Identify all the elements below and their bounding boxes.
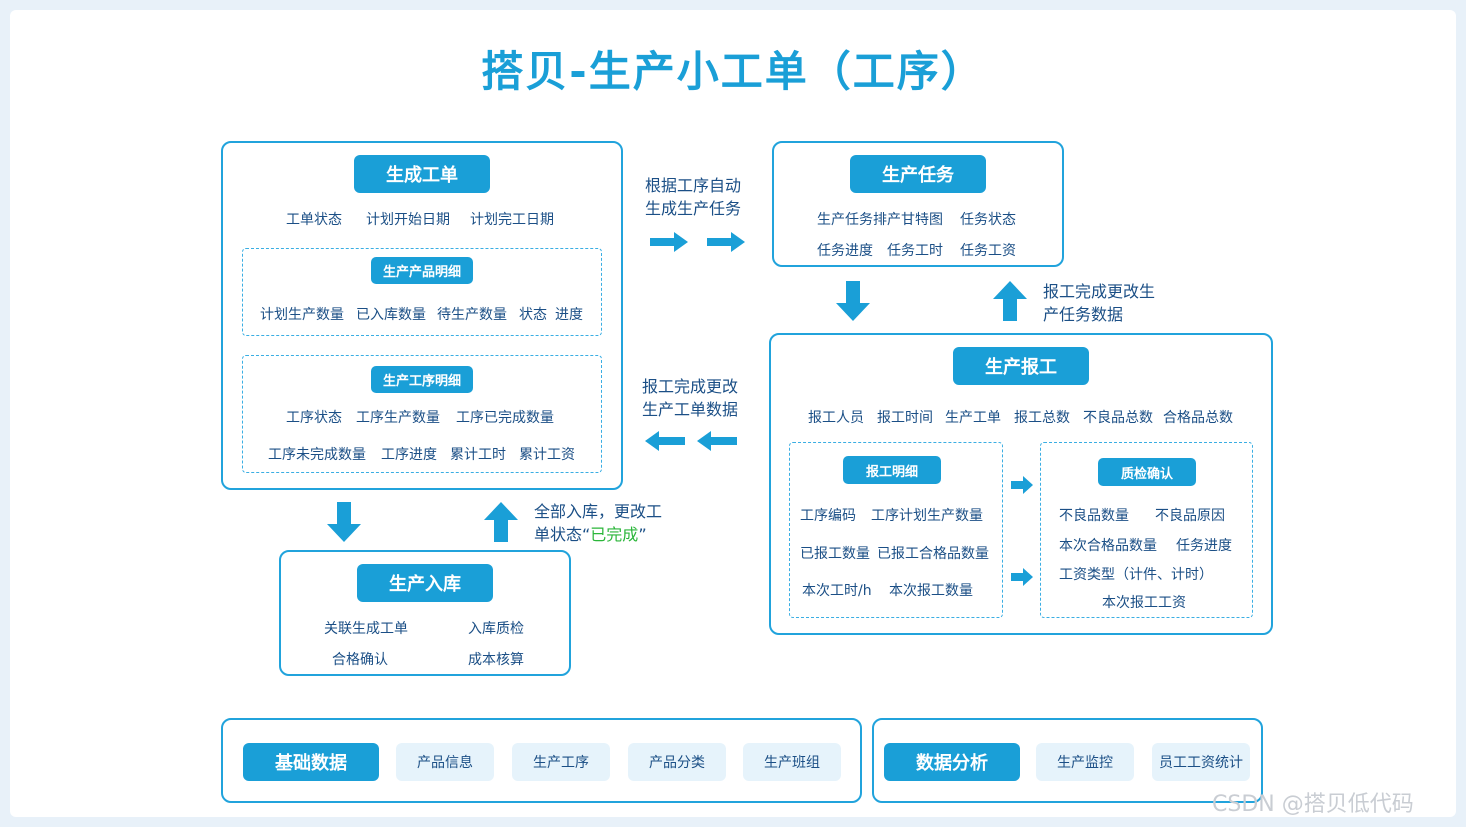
arrow-up-icon — [484, 502, 518, 542]
basic-data-item[interactable]: 生产班组 — [743, 743, 841, 781]
watermark: CSDN @搭贝低代码 — [1212, 792, 1414, 817]
report-field: 合格品总数 — [1163, 410, 1233, 426]
work-order-header: 生成工单 — [354, 155, 490, 193]
arrow-up-icon — [993, 281, 1027, 321]
task-field: 任务工资 — [960, 243, 1016, 259]
work-order-box — [221, 141, 623, 490]
arrow-right-icon — [707, 232, 745, 252]
qc-field: 本次报工工资 — [1102, 595, 1186, 611]
process-detail-field: 工序已完成数量 — [456, 410, 554, 426]
update-task-note-line: 产任务数据 — [1043, 305, 1124, 324]
all-stored-prefix: 单状态“ — [534, 525, 591, 544]
report-detail-field: 已报工数量 — [800, 546, 870, 562]
work-order-field: 计划完工日期 — [470, 212, 554, 228]
arrow-left-icon — [645, 431, 685, 451]
update-task-note-line: 报工完成更改生 — [1043, 282, 1156, 301]
process-detail-field: 工序未完成数量 — [268, 447, 366, 463]
task-header: 生产任务 — [850, 155, 986, 193]
analysis-header: 数据分析 — [884, 743, 1020, 781]
product-detail-field: 计划生产数量 — [260, 307, 344, 323]
task-field: 任务工时 — [887, 243, 943, 259]
process-detail-field: 累计工资 — [519, 447, 575, 463]
report-field: 不良品总数 — [1083, 410, 1153, 426]
analysis-item[interactable]: 生产监控 — [1036, 743, 1134, 781]
report-detail-field: 本次报工数量 — [889, 583, 973, 599]
report-field: 生产工单 — [945, 410, 1001, 426]
auto-task-note-line: 生成生产任务 — [645, 199, 742, 218]
process-detail-box — [242, 355, 602, 473]
product-detail-field: 已入库数量 — [356, 307, 426, 323]
arrow-right-icon — [1011, 476, 1033, 494]
product-detail-box — [242, 248, 602, 336]
qc-header: 质检确认 — [1098, 458, 1196, 486]
product-detail-field: 待生产数量 — [437, 307, 507, 323]
all-stored-note-line2: 单状态“已完成” — [534, 523, 662, 546]
warehouse-field: 入库质检 — [468, 621, 524, 637]
update-order-note-line: 报工完成更改 — [642, 377, 739, 396]
arrow-right-icon — [650, 232, 688, 252]
process-detail-field: 工序生产数量 — [356, 410, 440, 426]
arrow-right-icon — [1011, 568, 1033, 586]
report-detail-field: 工序编码 — [800, 508, 856, 524]
task-field: 任务进度 — [817, 243, 873, 259]
arrow-left-icon — [697, 431, 737, 451]
report-field: 报工人员 — [808, 410, 864, 426]
basic-data-item[interactable]: 产品信息 — [396, 743, 494, 781]
arrow-down-icon — [836, 281, 870, 321]
all-stored-note: 全部入库，更改工 单状态“已完成” — [534, 500, 662, 546]
update-order-note-line: 生产工单数据 — [642, 400, 739, 419]
work-order-field: 工单状态 — [286, 212, 342, 228]
report-field: 报工总数 — [1014, 410, 1070, 426]
page-title: 搭贝-生产小工单（工序） — [481, 47, 985, 96]
basic-data-item[interactable]: 产品分类 — [628, 743, 726, 781]
qc-field: 不良品数量 — [1059, 508, 1129, 524]
qc-box — [1040, 442, 1253, 618]
process-detail-field: 工序进度 — [381, 447, 437, 463]
report-detail-field: 已报工合格品数量 — [877, 546, 989, 562]
update-task-note: 报工完成更改生 产任务数据 — [1043, 280, 1155, 326]
report-detail-header: 报工明细 — [843, 456, 941, 484]
warehouse-field: 关联生成工单 — [324, 621, 408, 637]
task-field: 生产任务排产甘特图 — [817, 212, 943, 228]
basic-data-header: 基础数据 — [243, 743, 379, 781]
report-detail-field: 工序计划生产数量 — [871, 508, 983, 524]
report-header: 生产报工 — [953, 347, 1089, 385]
update-order-note: 报工完成更改 生产工单数据 — [642, 375, 738, 421]
process-detail-field: 工序状态 — [286, 410, 342, 426]
qc-field: 不良品原因 — [1155, 508, 1225, 524]
arrow-down-icon — [327, 502, 361, 542]
report-detail-field: 本次工时/h — [802, 583, 872, 599]
qc-field: 工资类型（计件、计时） — [1059, 567, 1213, 583]
warehouse-header: 生产入库 — [357, 564, 493, 602]
report-detail-box — [789, 442, 1003, 618]
all-stored-note-line: 全部入库，更改工 — [534, 502, 663, 521]
report-field: 报工时间 — [877, 410, 933, 426]
work-order-field: 计划开始日期 — [366, 212, 450, 228]
product-detail-header: 生产产品明细 — [371, 257, 473, 284]
auto-task-note: 根据工序自动 生成生产任务 — [645, 174, 741, 220]
product-detail-field: 进度 — [555, 307, 583, 323]
process-detail-header: 生产工序明细 — [371, 366, 473, 393]
qc-field: 本次合格品数量 — [1059, 538, 1157, 554]
qc-field: 任务进度 — [1176, 538, 1232, 554]
all-stored-suffix: ” — [638, 525, 647, 544]
basic-data-item[interactable]: 生产工序 — [512, 743, 610, 781]
product-detail-field: 状态 — [519, 307, 547, 323]
process-detail-field: 累计工时 — [450, 447, 506, 463]
warehouse-field: 合格确认 — [332, 652, 388, 668]
task-field: 任务状态 — [960, 212, 1016, 228]
completed-status: 已完成 — [590, 525, 639, 544]
analysis-item[interactable]: 员工工资统计 — [1152, 743, 1250, 781]
warehouse-field: 成本核算 — [468, 652, 524, 668]
auto-task-note-line: 根据工序自动 — [645, 176, 742, 195]
